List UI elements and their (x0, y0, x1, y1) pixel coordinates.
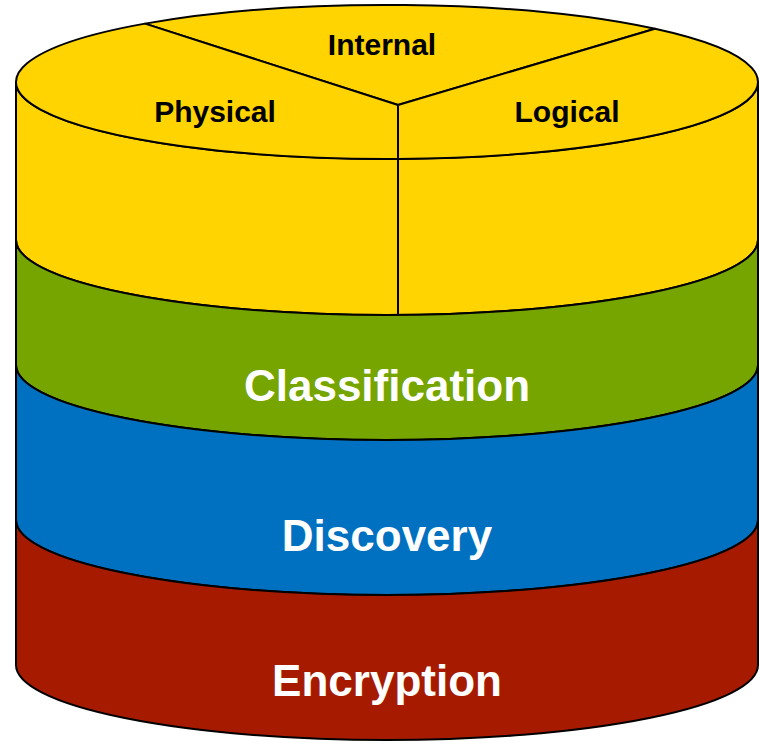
layer-label: Encryption (272, 656, 502, 707)
band-outline (16, 520, 758, 740)
band-shape (14, 238, 760, 442)
sector-label: Physical (154, 95, 276, 130)
band-outline (16, 240, 758, 440)
band-outline (16, 365, 758, 595)
sector-outline (16, 24, 398, 159)
divider-line (397, 159, 399, 315)
layer-band: Classification (14, 238, 760, 442)
top-sector: Logical (14, 3, 760, 161)
layer-label: Discovery (282, 511, 492, 562)
sector-shape (14, 3, 760, 161)
sector-label: Internal (328, 28, 436, 63)
sector-label: Logical (514, 95, 619, 130)
layer-label: Classification (244, 361, 530, 412)
sector-outline (398, 29, 758, 159)
